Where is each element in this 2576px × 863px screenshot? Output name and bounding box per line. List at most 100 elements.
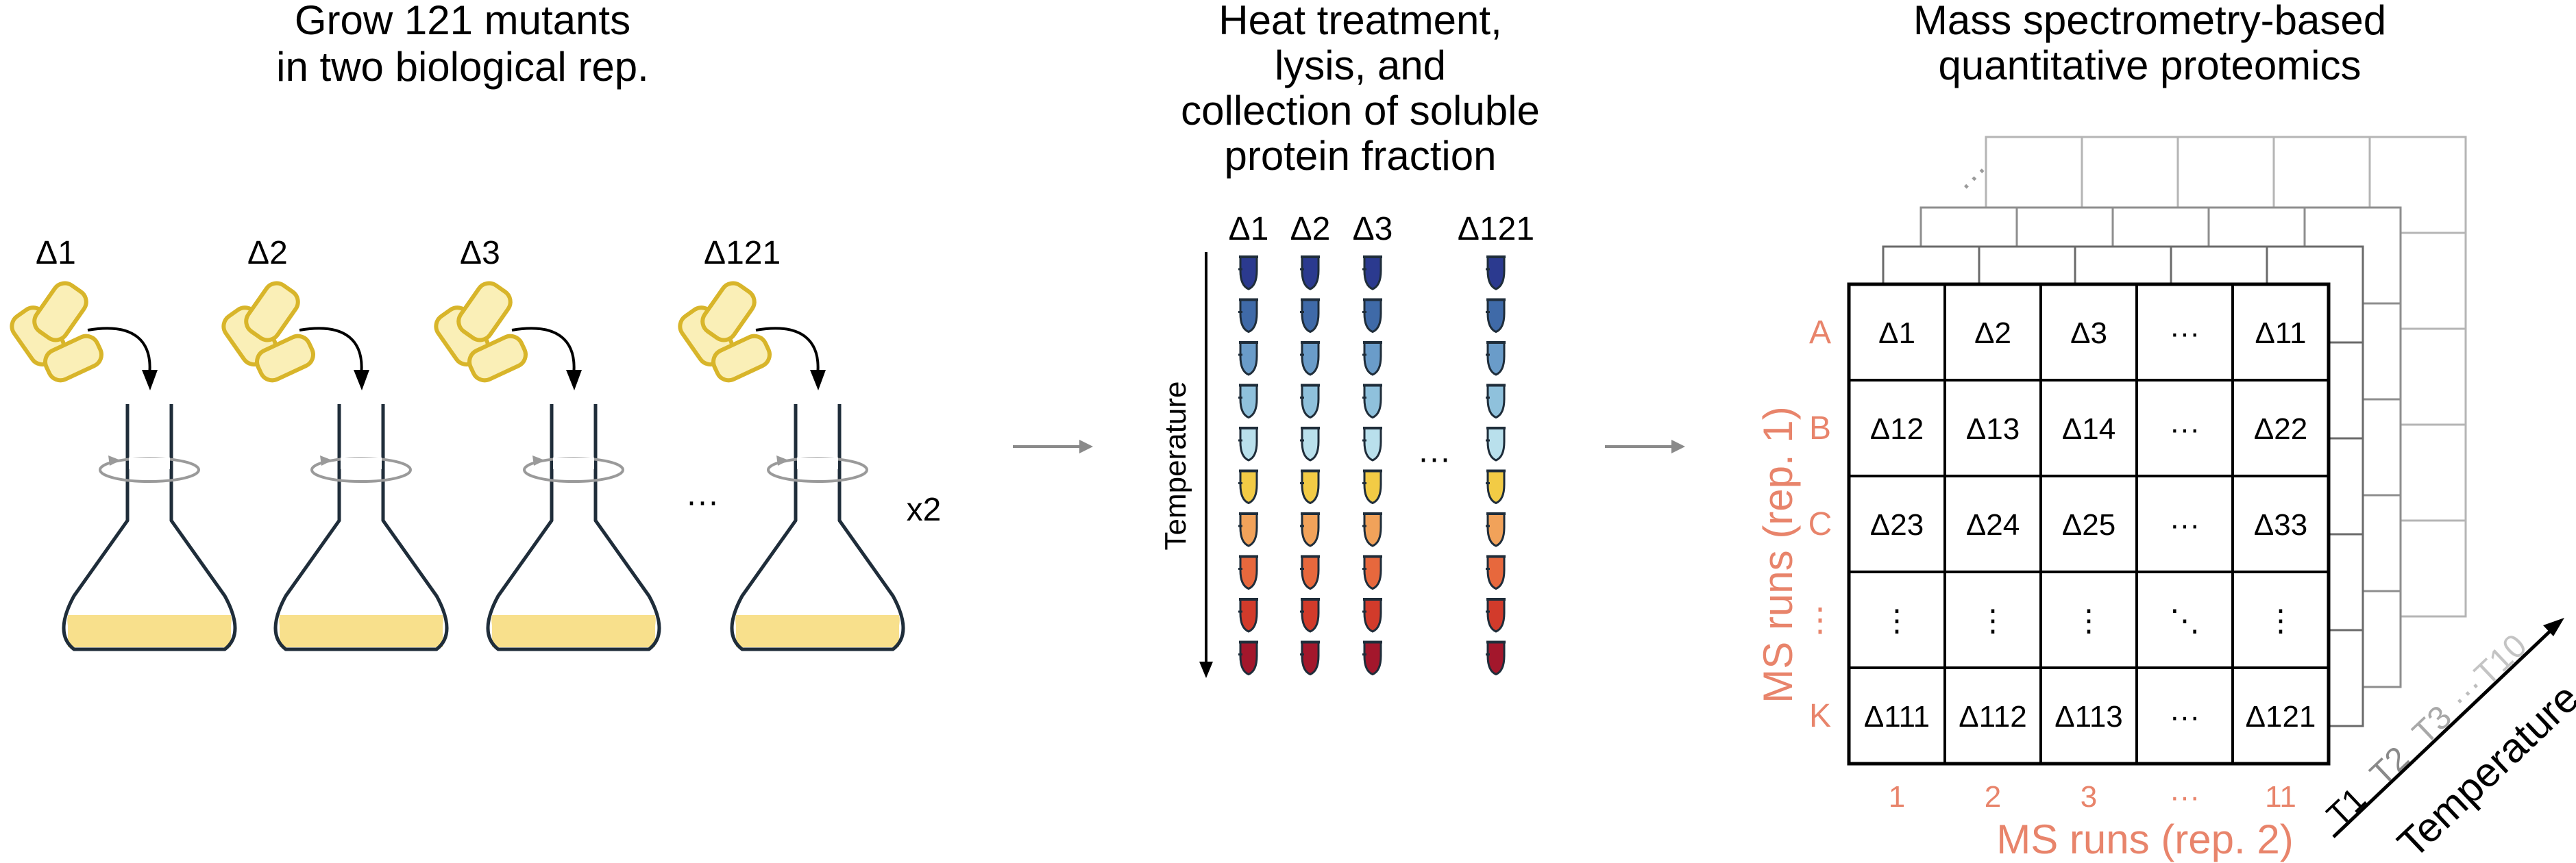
sample-tube — [1238, 555, 1258, 590]
sample-tube — [1238, 298, 1258, 334]
bacteria-icon — [678, 281, 772, 383]
sample-tube — [1238, 255, 1258, 290]
grid-cell: ··· — [2170, 412, 2200, 446]
sample-tube — [1238, 598, 1258, 633]
heat-title-line-4: protein fraction — [1225, 133, 1497, 179]
grid-cell: Δ33 — [2254, 508, 2307, 542]
sample-tube — [1300, 640, 1320, 676]
grid-cell: Δ14 — [2062, 412, 2115, 446]
sample-tube — [1238, 341, 1258, 376]
col-axis-label: MS runs (rep. 2) — [1996, 816, 2293, 862]
bacteria-icon — [221, 281, 315, 383]
sample-tube — [1300, 598, 1320, 633]
inoculate-arrow — [511, 327, 576, 376]
sample-tube — [1486, 555, 1506, 590]
sample-tube — [1238, 512, 1258, 547]
temperature-diagonal-arrow — [2332, 618, 2564, 838]
tube-group: Δ1 Δ2 Δ3 Δ121 — [1229, 211, 1534, 676]
heat-title-line-3: collection of soluble — [1181, 88, 1540, 134]
flask-unit: Δ1 — [10, 235, 237, 651]
grid-cell: ⋮ — [2074, 604, 2104, 638]
heat-title-line-1: Heat treatment, — [1218, 0, 1502, 43]
row-label: ⋮ — [1804, 602, 1837, 638]
row-axis-label: MS runs (rep. 1) — [1755, 406, 1801, 703]
sample-tube — [1486, 640, 1506, 676]
grid-cell: ⋮ — [1978, 604, 2008, 638]
temp-axis-label: Temperature — [2389, 675, 2576, 863]
flask-icon — [486, 404, 661, 651]
sample-tube — [1486, 512, 1506, 547]
sample-tube — [1300, 469, 1320, 505]
flask-unit: Δ3 — [434, 235, 661, 651]
grid-cell: Δ22 — [2254, 412, 2307, 446]
col-label: 2 — [1985, 780, 2001, 814]
arrow-to-heat — [1013, 440, 1093, 453]
inoculate-arrow — [87, 327, 151, 376]
front-plate — [1847, 282, 2331, 766]
tube-column-label: Δ3 — [1353, 211, 1393, 247]
grid-cell: Δ23 — [1870, 508, 1924, 542]
ms-title-line-2: quantitative proteomics — [1939, 42, 2362, 88]
sample-tube — [1362, 598, 1382, 633]
sample-tube — [1300, 298, 1320, 334]
sample-tube — [1300, 341, 1320, 376]
inoculate-arrow — [755, 327, 820, 376]
tube-ellipsis: ··· — [1418, 440, 1451, 477]
tube-column-label: Δ2 — [1290, 211, 1331, 247]
sample-tube — [1362, 298, 1382, 334]
sample-tube — [1362, 469, 1382, 505]
ms-title-line-1: Mass spectrometry-based — [1913, 0, 2386, 43]
sample-tube — [1300, 512, 1320, 547]
bacteria-icon — [434, 281, 528, 383]
flask-icon — [273, 404, 449, 651]
sample-tube — [1238, 427, 1258, 462]
sample-tube — [1362, 512, 1382, 547]
temperature-tick-label: T3 — [2406, 699, 2459, 751]
row-label: C — [1808, 506, 1832, 542]
grid-cell: Δ25 — [2062, 508, 2115, 542]
temperature-axis-label: Temperature — [1159, 381, 1192, 550]
arrow-to-ms — [1605, 440, 1685, 453]
grid-cell: ⋱ — [2170, 604, 2200, 638]
sample-tube — [1486, 598, 1506, 633]
sample-tube — [1486, 427, 1506, 462]
temperature-tick-label: T1 — [2320, 781, 2373, 834]
grid-cell: ⋮ — [1882, 604, 1912, 638]
grid-cell: Δ113 — [2054, 700, 2123, 734]
replicates-label: x2 — [907, 492, 942, 528]
sample-tube — [1362, 384, 1382, 419]
flask-mutant-label: Δ2 — [247, 235, 288, 271]
temperature-arrow — [1199, 252, 1213, 678]
grid-cell: ··· — [2170, 508, 2200, 542]
sample-tube — [1362, 427, 1382, 462]
sample-tube — [1238, 469, 1258, 505]
grid-cell: Δ3 — [2070, 316, 2107, 350]
inoculate-arrow — [299, 327, 363, 376]
tube-column-label: Δ121 — [1458, 211, 1534, 247]
flask-unit: Δ121 — [678, 235, 905, 651]
sample-tube — [1486, 255, 1506, 290]
row-label: B — [1809, 410, 1831, 447]
flask-mutant-label: Δ1 — [36, 235, 76, 271]
tube-column-label: Δ1 — [1229, 211, 1269, 247]
row-label: A — [1809, 314, 1831, 351]
grid-cell: Δ111 — [1864, 700, 1930, 734]
sample-tube — [1300, 255, 1320, 290]
grid-cell: Δ121 — [2246, 700, 2316, 734]
sample-tube — [1486, 298, 1506, 334]
grid-cell: Δ1 — [1878, 316, 1915, 350]
sample-tube — [1362, 640, 1382, 676]
flask-icon — [730, 404, 905, 651]
flask-group: Δ1 Δ2 Δ3 Δ121 — [10, 235, 905, 651]
grid-cell: Δ11 — [2255, 316, 2306, 350]
grow-title-line-1: Grow 121 mutants — [295, 0, 630, 43]
sample-tube — [1362, 255, 1382, 290]
grid-cell: Δ2 — [1974, 316, 2011, 350]
col-label: 11 — [2265, 780, 2296, 814]
heat-title-line-2: lysis, and — [1275, 42, 1446, 88]
flask-mutant-label: Δ121 — [704, 235, 781, 271]
sample-tube — [1238, 384, 1258, 419]
grow-title-line-2: in two biological rep. — [276, 44, 649, 90]
